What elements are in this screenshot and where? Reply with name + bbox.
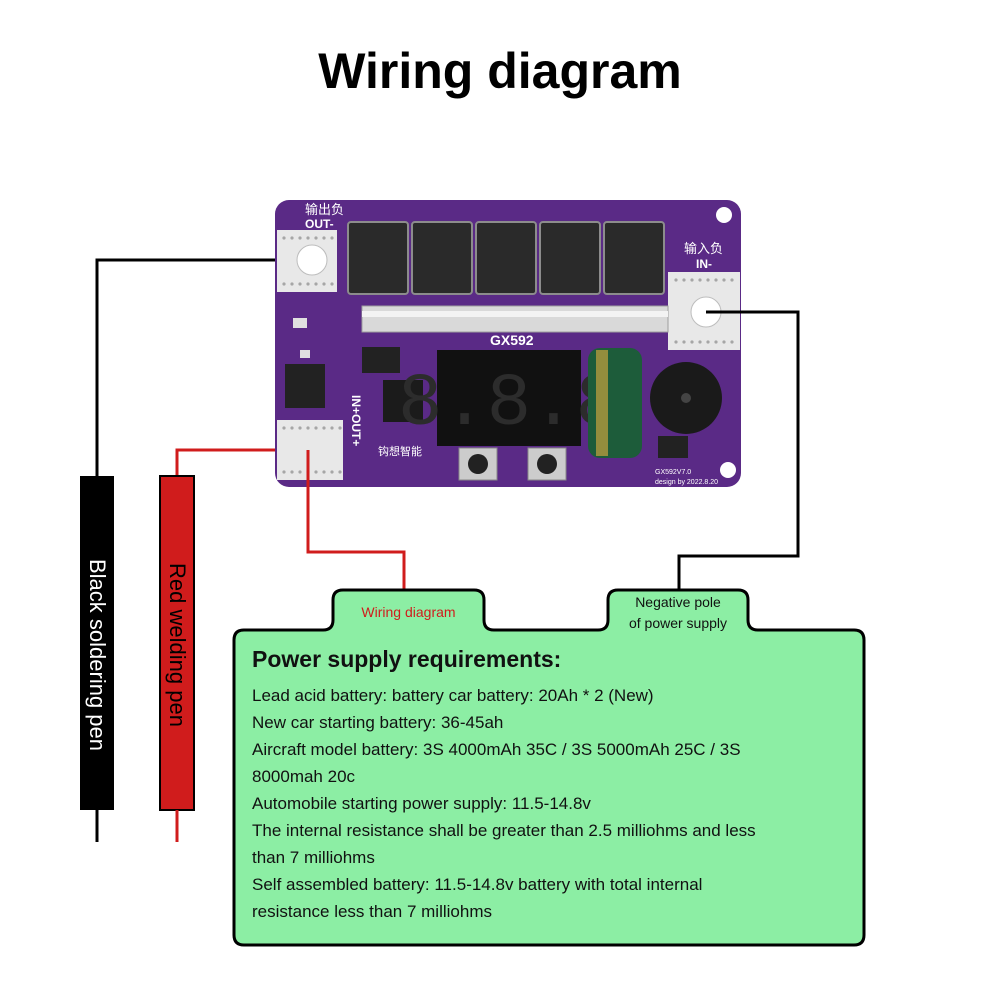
tab-negative-pole: Negative pole of power supply: [608, 592, 748, 634]
board-version: GX592V7.0: [655, 469, 691, 476]
mounting-hole-top-right: [716, 207, 732, 223]
requirements-panel-shape: [232, 588, 866, 947]
red-wire: [175, 448, 308, 476]
requirement-line: Lead acid battery: battery car battery: …: [252, 686, 654, 705]
board-label-in-minus: IN-: [696, 257, 712, 271]
requirement-line: resistance less than 7 milliohms: [252, 902, 492, 921]
black-pen-label: Black soldering pen: [85, 558, 110, 752]
tab-negative-pole-line1: Negative pole: [635, 594, 721, 610]
tab-negative-pole-line2: of power supply: [628, 615, 728, 631]
in-plus-out-plus-pad: [277, 420, 343, 480]
controller-ic: [383, 380, 423, 422]
red-wire-to-tab: [306, 450, 406, 590]
page-title: Wiring diagram: [318, 43, 682, 99]
requirements-heading: Power supply requirements:: [252, 646, 562, 672]
red-pen-label: Red welding pen: [165, 563, 190, 727]
red-welding-pen: [159, 475, 195, 842]
board-label-in-plus-out-plus: IN+OUT+: [349, 395, 363, 446]
seven-segment-display: [437, 350, 581, 446]
board-label-out-minus: OUT-: [305, 217, 334, 231]
mounting-hole-bottom-right: [720, 462, 736, 478]
mosfet: [411, 221, 473, 295]
mosfet: [603, 221, 665, 295]
requirement-line: The internal resistance shall be greater…: [252, 821, 756, 840]
out-minus-terminal-hole: [296, 244, 328, 276]
small-ic: [362, 347, 400, 373]
board-design-date: design by 2022.8.20: [655, 479, 718, 486]
black-soldering-pen: [80, 476, 114, 842]
board-label-out-minus-cn: 输出负: [305, 202, 344, 217]
requirement-line: Automobile starting power supply: 11.5-1…: [252, 794, 591, 813]
requirement-line: 8000mah 20c: [252, 767, 356, 786]
pcb-board: 8.8.8 输出负 OUT- 输入负 IN- GX592 IN+OUT+ 钩想智…: [275, 200, 741, 487]
requirement-line: Self assembled battery: 11.5-14.8v batte…: [252, 875, 703, 894]
black-wire: [95, 258, 312, 476]
copper-bus-bar: [361, 305, 669, 333]
board-model: GX592: [490, 332, 534, 348]
mosfet-row: [347, 221, 665, 295]
mosfet: [347, 221, 409, 295]
display-digits: 8.8.8: [398, 363, 620, 447]
requirement-line: New car starting battery: 36-45ah: [252, 713, 504, 732]
tab-wiring-diagram: Wiring diagram: [361, 604, 456, 620]
regulator-chip: [285, 364, 325, 408]
requirements-panel: Power supply requirements: Lead acid bat…: [252, 646, 852, 925]
board-label-in-minus-cn: 输入负: [684, 241, 723, 256]
requirement-line: Aircraft model battery: 3S 4000mAh 35C /…: [252, 740, 741, 759]
black-wire-to-negative: [677, 310, 800, 590]
requirement-line: than 7 milliohms: [252, 848, 375, 867]
mosfet: [539, 221, 601, 295]
mosfet: [475, 221, 537, 295]
board-brand: 钩想智能: [378, 444, 422, 458]
